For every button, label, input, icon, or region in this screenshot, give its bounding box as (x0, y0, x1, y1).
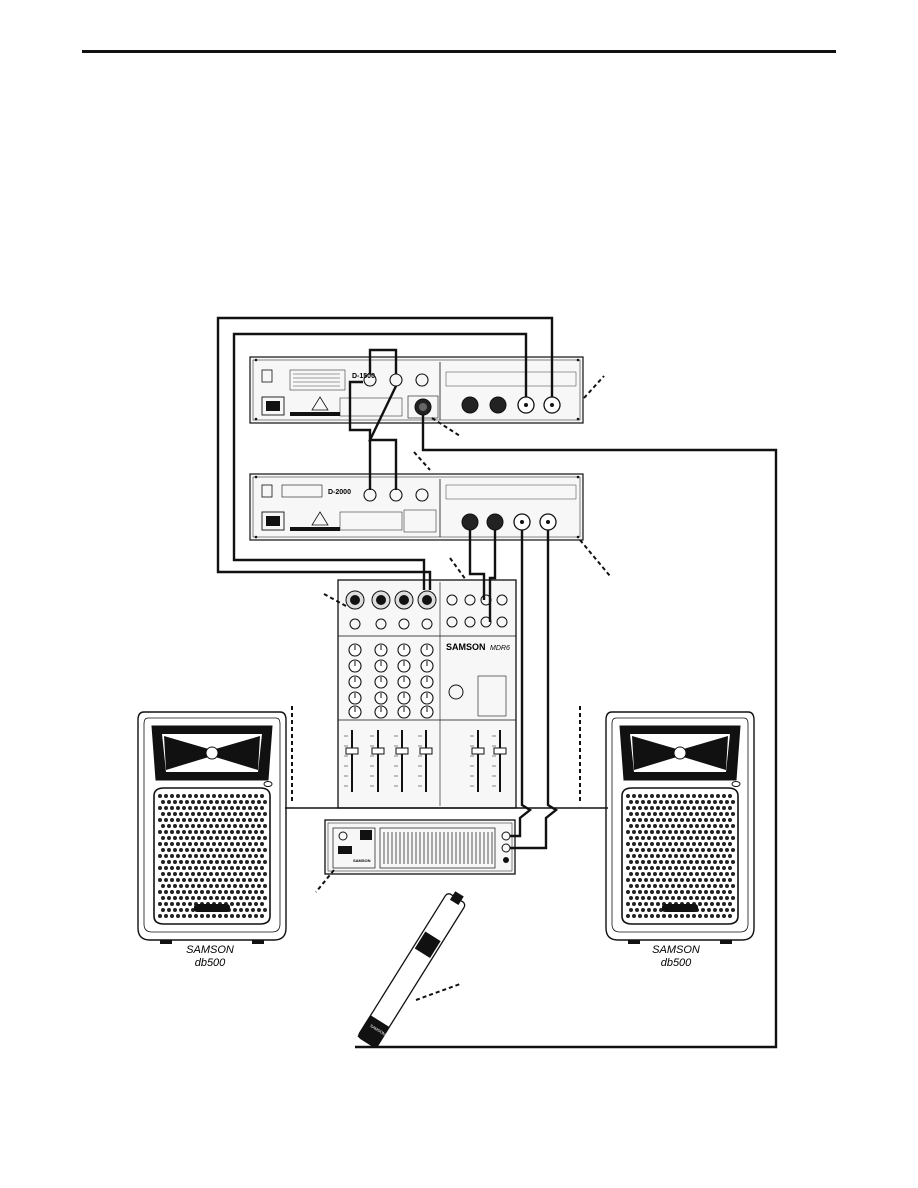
measurement-microphone: SAMSON (357, 891, 466, 1049)
fader-track (401, 730, 403, 792)
mixer-knobs (348, 643, 434, 719)
mixer: SAMSON MDR6 (337, 579, 517, 809)
right-speaker-label: SAMSON db500 (636, 944, 716, 970)
fader-track (377, 730, 379, 792)
amp-heatsink (383, 832, 493, 864)
mixer-brand: SAMSON (446, 642, 486, 652)
fader-knob (493, 747, 507, 755)
right-speaker-model: db500 (660, 957, 692, 969)
mic-cable (355, 415, 778, 1049)
left-speaker-model: db500 (194, 957, 226, 969)
amp-brand: SAMSON (353, 858, 371, 863)
power-amplifier: SAMSON (324, 819, 516, 875)
mixer-faders (344, 730, 507, 792)
speaker-right (605, 711, 755, 944)
fader-track (425, 730, 427, 792)
midi-cable-b (368, 385, 398, 490)
left-speaker-label: SAMSON db500 (170, 944, 250, 970)
speaker-left (137, 711, 287, 944)
fader-track (477, 730, 479, 792)
fader-track (499, 730, 501, 792)
mixer-xlr-inputs (345, 590, 437, 630)
fader-knob (419, 747, 433, 755)
fader-knob (395, 747, 409, 755)
callout-lines (291, 375, 611, 1001)
cables (216, 316, 778, 1049)
midi-thru-jack (415, 373, 429, 387)
xlr-input-2 (489, 396, 507, 414)
fader-knob (345, 747, 359, 755)
cable-in-2 (488, 530, 497, 622)
xlr-input-1 (461, 513, 479, 531)
xlr-input-1 (461, 396, 479, 414)
iec-socket-icon (261, 396, 285, 416)
fader-track (351, 730, 353, 792)
iec-socket-icon (261, 511, 285, 531)
top-rack-unit: D-1500 (249, 356, 584, 424)
left-speaker-brand: SAMSON (186, 944, 234, 956)
cable-out-to-mixer (216, 316, 554, 590)
midi-thru-jack (415, 488, 429, 502)
power-switch-icon (261, 369, 273, 383)
power-switch-icon (261, 484, 273, 498)
bottom-rack-unit: D-2000 (249, 473, 584, 541)
right-speaker-brand: SAMSON (652, 944, 700, 956)
cable-out-amp-2 (510, 530, 559, 850)
header-rule (82, 50, 836, 53)
bottom-unit-model-text: D-2000 (328, 489, 351, 496)
cable-out-amp-1 (510, 530, 533, 838)
xlr-input-2 (486, 513, 504, 531)
cable-out-to-mixer-2 (232, 332, 528, 590)
top-unit-model-text: D-1500 (352, 373, 375, 380)
fader-knob (371, 747, 385, 755)
cable-in-1 (468, 530, 486, 600)
midi-loop-cable (368, 348, 398, 374)
mixer-model: MDR6 (490, 645, 510, 652)
fader-knob (471, 747, 485, 755)
midi-cable-a (348, 380, 372, 490)
